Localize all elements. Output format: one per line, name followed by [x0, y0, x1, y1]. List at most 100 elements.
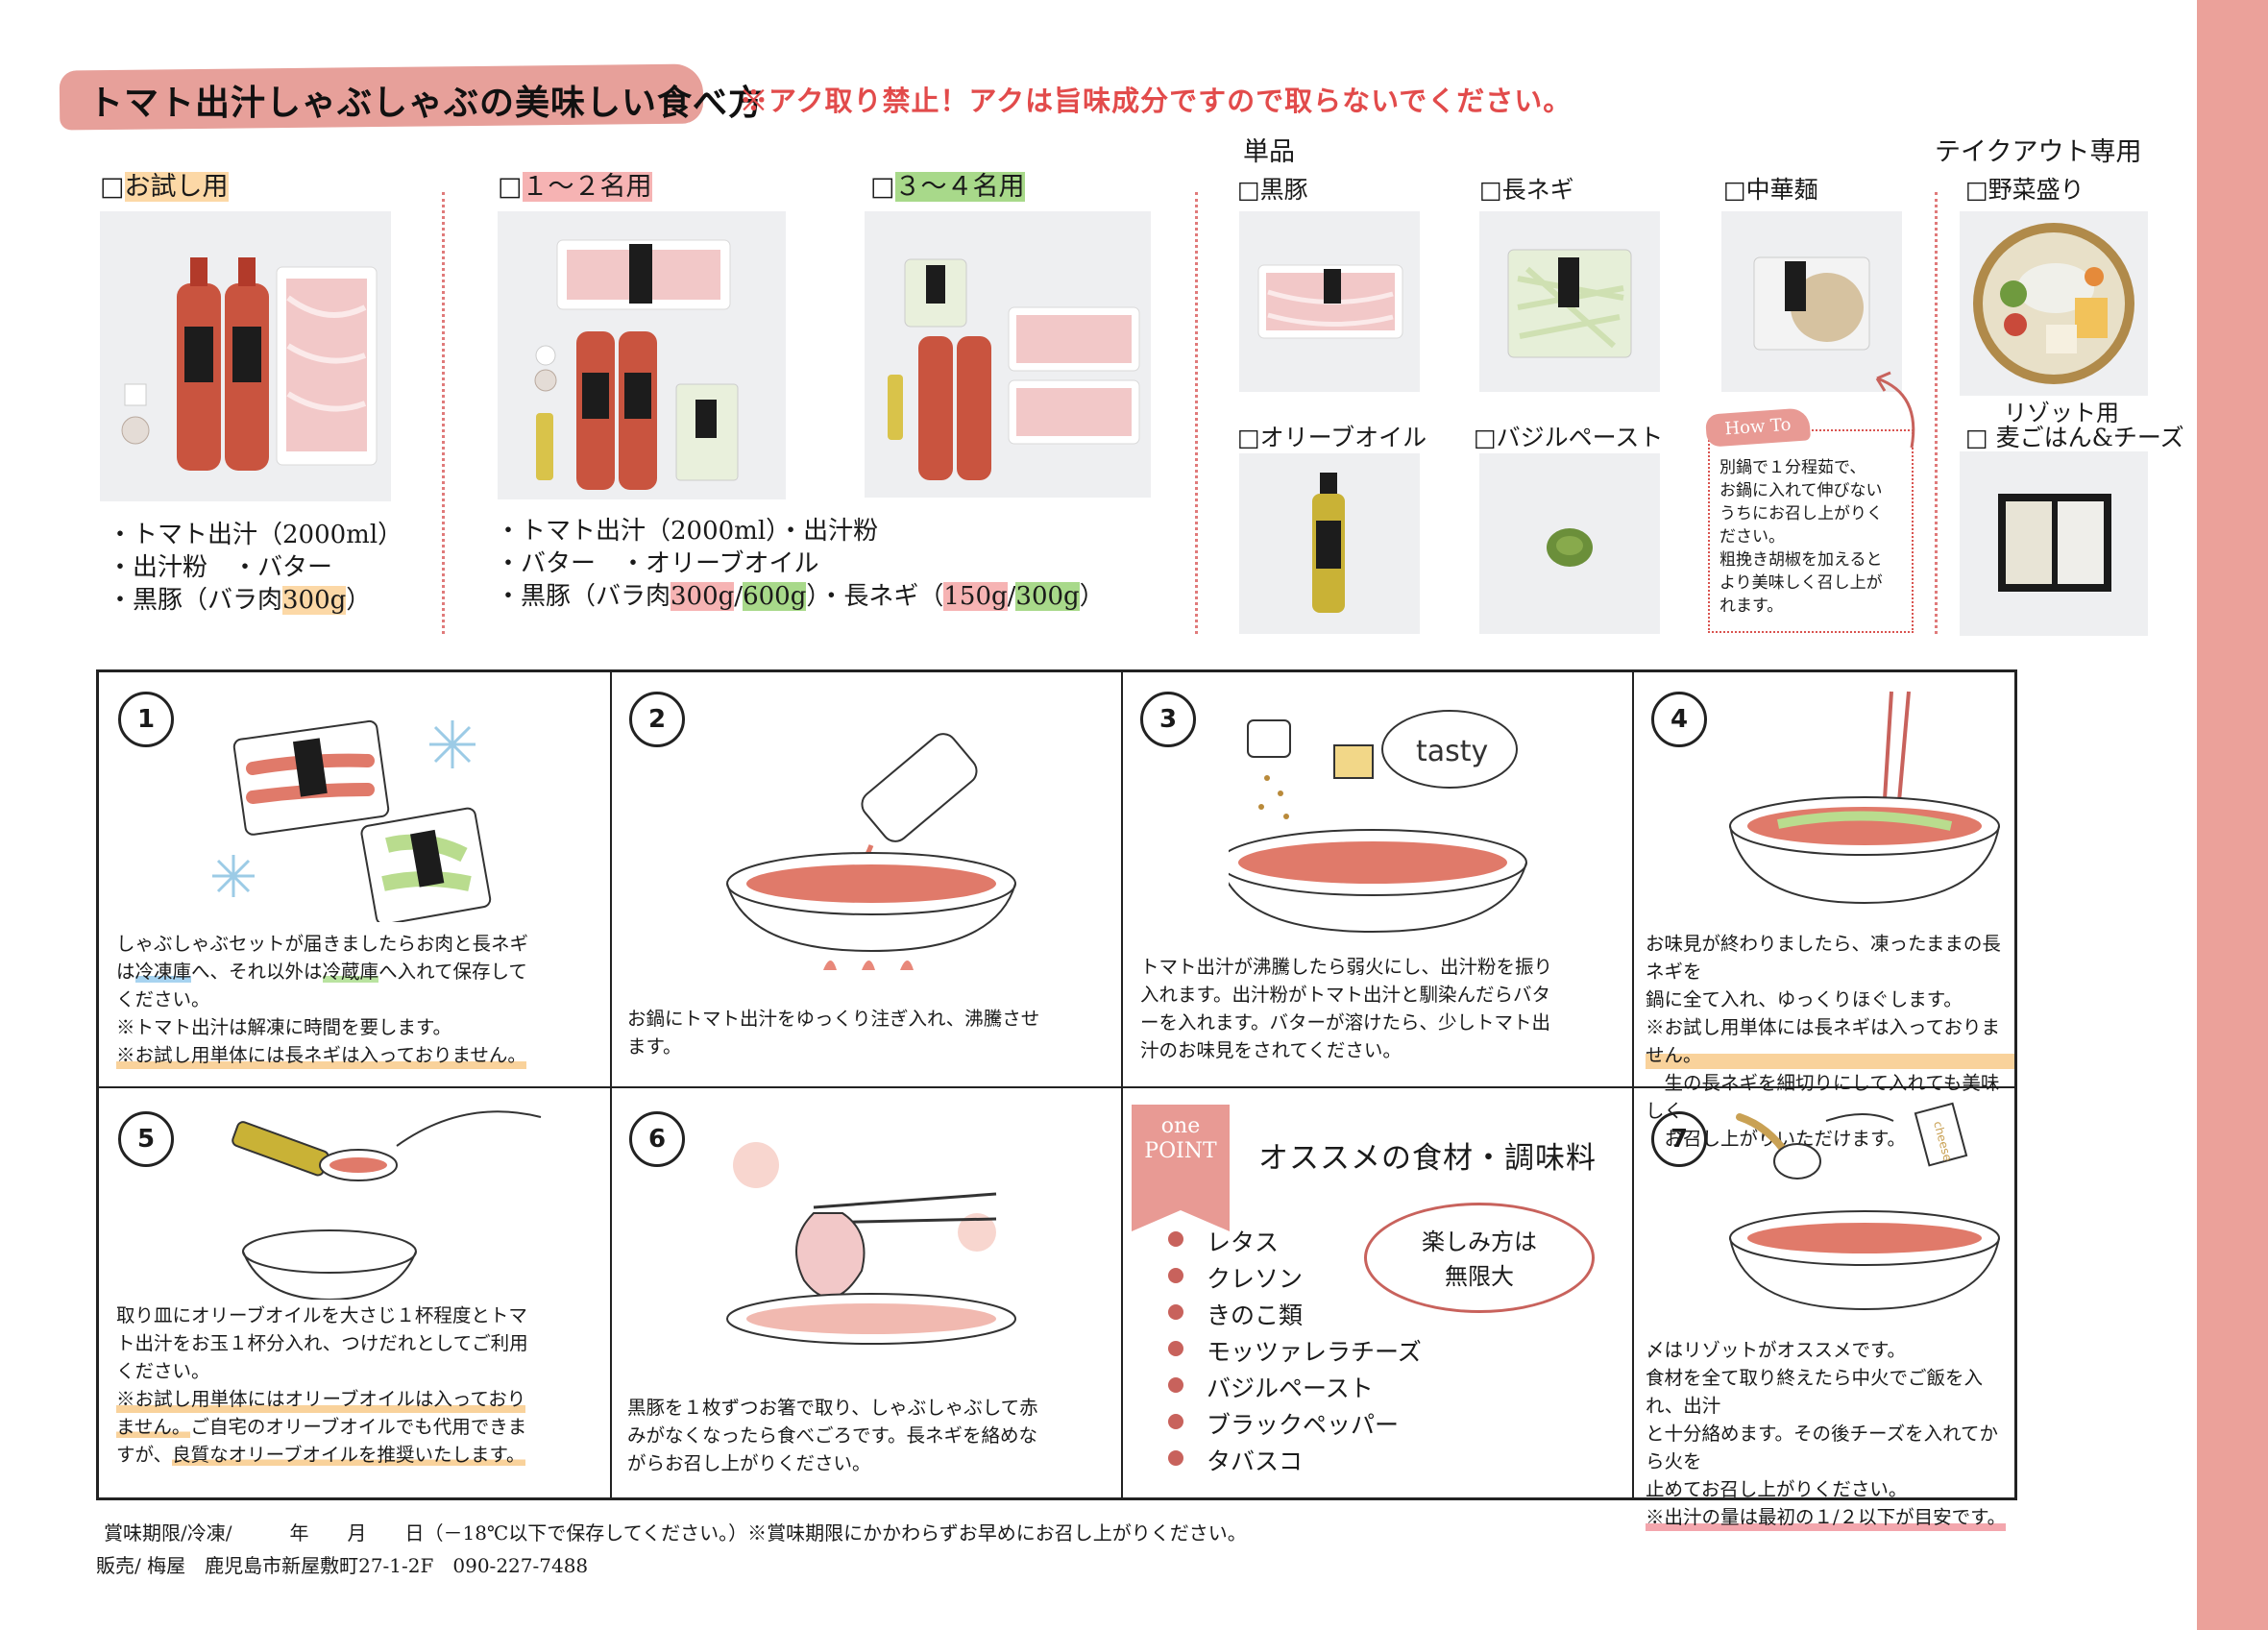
speech-bubble: 楽しみ方は 無限大 [1364, 1203, 1595, 1313]
bubble-line: 楽しみ方は [1422, 1229, 1537, 1255]
step-line: 止めてお召し上がりください。 [1646, 1478, 1908, 1500]
step-line: ※お試し用単体にはオリーブオイルは入っており [116, 1385, 526, 1413]
recommend-item: バジルペースト [1207, 1375, 1374, 1402]
adding-butter-illustration: tasty [1229, 710, 1527, 934]
single-item-negi: □長ネギ [1479, 176, 1574, 204]
recommend-item: タバスコ [1207, 1448, 1304, 1475]
step-line: がらお召し上がりください。 [627, 1452, 871, 1474]
pair-item: ・バター ・オリーブオイル [496, 549, 819, 578]
pair-set-contents: ・トマト出汁（2000ml）・出汁粉 ・バター ・オリーブオイル ・黒豚（バラ肉… [496, 515, 1105, 613]
trial-item: ・トマト出汁（2000ml） [108, 521, 403, 549]
howto-line: れます。 [1719, 596, 1784, 616]
step-line: トマト出汁が沸騰したら弱火にし、出汁粉を振り [1140, 956, 1553, 978]
expiry-line: 賞味期限/冷凍/ 年 月 日（－18℃以下で保存してください。）※賞味期限にかか… [104, 1521, 1247, 1545]
adding-negi-illustration [1729, 691, 2000, 905]
bullet-dot-icon [1168, 1341, 1183, 1356]
step-line: ※出汁の量は最初の１/２以下が目安です。 [1646, 1503, 2007, 1531]
tasty-label: tasty [1416, 735, 1488, 768]
onepoint-tag-bottom: POINT [1144, 1139, 1217, 1163]
trial-set-contents: ・トマト出汁（2000ml） ・出汁粉 ・バター ・黒豚（バラ肉300g） [108, 519, 402, 617]
step-line: お鍋にトマト出汁をゆっくり注ぎ入れ、沸騰させ [627, 1008, 1040, 1030]
frozen-packs-illustration [212, 719, 492, 922]
bullet-dot-icon [1168, 1414, 1183, 1429]
step-4-text: お味見が終わりましたら、凍ったままの長ネギを 鍋に全て入れ、ゆっくりほぐします。… [1646, 930, 2014, 1153]
step-cell-7: 7 cheese 〆はリゾットがオススメです。 食材を全て取り終えたら中火でご飯… [1634, 1088, 2014, 1531]
step-line: ください。 [116, 988, 210, 1010]
howto-line: より美味しく召し上が [1719, 573, 1883, 593]
seller-line: 販売/ 梅屋 鹿児島市新屋敷町27-1-2F 090-227-7488 [96, 1554, 589, 1577]
checkbox-icon: □ [100, 172, 125, 202]
step-2-text: お鍋にトマト出汁をゆっくり注ぎ入れ、沸騰させ ます。 [627, 1005, 1039, 1060]
bullet-dot-icon [1168, 1377, 1183, 1393]
trial-set-photo [100, 211, 391, 501]
step-line: 入れます。出汁粉がトマト出汁と馴染んだらバタ [1140, 984, 1551, 1006]
recommend-item: きのこ類 [1207, 1302, 1304, 1329]
step-6-text: 黒豚を１枚ずつお箸で取り、しゃぶしゃぶして赤 みがなくなったら食べごろです。長ネ… [627, 1394, 1038, 1477]
step-number: 7 [1651, 1111, 1707, 1167]
howto-box: 別鍋で１分程茹で、 お鍋に入れて伸びない うちにお召し上がりく ださい。 粗挽き… [1708, 429, 1914, 633]
step-line: 食材を全て取り終えたら中火でご飯を入れ、出汁 [1646, 1367, 1984, 1417]
checkbox-icon: □ [870, 172, 895, 202]
step-line: は冷凍庫へ、それ以外は冷蔵庫へ入れて保存して [116, 961, 527, 983]
step-line: ます。 [627, 1035, 682, 1058]
takeout-item-risotto: □ 麦ごはん&チーズ [1965, 424, 2184, 451]
step-line: 汁のお味見をされてください。 [1140, 1039, 1402, 1061]
checkbox-icon: □ [498, 172, 523, 202]
step-number: 4 [1651, 692, 1707, 747]
vegetable-platter-photo [1960, 211, 2148, 396]
set-two-label: □１～２名用 [498, 165, 652, 203]
basil-paste-photo [1479, 453, 1660, 634]
howto-line: うちにお召し上がりく [1719, 504, 1883, 523]
olive-oil-photo [1239, 453, 1420, 634]
howto-line: 別鍋で１分程茹で、 [1719, 458, 1866, 477]
step-cell-1: 1 しゃぶしゃぶセットが届きましたらお肉と長ネギ は冷凍庫へ、それ以外は冷蔵庫へ… [99, 672, 612, 1088]
onepoint-title: オススメの食材・調味料 [1258, 1141, 1597, 1176]
step-line: ーを入れます。バターが溶けたら、少しトマト出 [1140, 1011, 1551, 1034]
steps-grid: 1 しゃぶしゃぶセットが届きましたらお肉と長ネギ は冷凍庫へ、それ以外は冷蔵庫へ… [96, 669, 2017, 1531]
step-line: ※トマト出汁は解凍に時間を要します。 [116, 1016, 452, 1038]
step-line: と十分絡めます。その後チーズを入れてから火を [1646, 1423, 1998, 1472]
step-cell-4: 4 お味見が終わりましたら、凍ったままの長ネギを 鍋に全て入れ、ゆっくりほぐしま… [1634, 672, 2014, 1150]
warning-text: ※アク取り禁止！アクは旨味成分ですので取らないでください。 [740, 85, 1573, 117]
step-line: ください。 [116, 1360, 210, 1382]
takeout-risotto-caption: リゾット用 [2004, 400, 2119, 426]
onepoint-tag-top: one [1160, 1114, 1201, 1138]
negi-photo [1479, 211, 1660, 392]
recommend-item: クレソン [1207, 1265, 1304, 1293]
set-four-photo [865, 211, 1151, 498]
step-line: みがなくなったら食べごろです。長ネギを絡めな [627, 1424, 1038, 1447]
bullet-dot-icon [1168, 1450, 1183, 1466]
step-number: 5 [118, 1111, 174, 1167]
single-item-oil: □オリーブオイル [1237, 424, 1427, 451]
oil-dipping-illustration [232, 1110, 542, 1300]
risotto-pack-photo [1960, 451, 2148, 636]
step-line: 黒豚を１枚ずつお箸で取り、しゃぶしゃぶして赤 [627, 1397, 1038, 1419]
risotto-illustration: cheese [1729, 1102, 2000, 1311]
step-number: 2 [629, 692, 685, 747]
howto-line: お鍋に入れて伸びない [1719, 481, 1883, 500]
noodles-photo [1721, 211, 1902, 392]
step-1-text: しゃぶしゃぶセットが届きましたらお肉と長ネギ は冷凍庫へ、それ以外は冷蔵庫へ入れ… [116, 930, 528, 1069]
step-line: お召し上がりいただけます。 [1646, 1128, 1907, 1150]
pouring-broth-illustration [726, 733, 1016, 970]
pair-item: ・トマト出汁（2000ml）・出汁粉 [496, 517, 879, 546]
step-line: ※お試し用単体には長ネギは入っておりません。 [1646, 1013, 2014, 1069]
trial-set-label: □お試し用 [100, 165, 229, 203]
single-item-noodles: □中華麺 [1723, 176, 1818, 204]
step-number: 6 [629, 1111, 685, 1167]
recommend-item: レタス [1207, 1229, 1280, 1256]
onepoint-tag: one POINT [1132, 1105, 1230, 1231]
trial-item: ・出汁粉 ・バター [108, 553, 333, 582]
single-heading: 単品 [1243, 137, 1295, 167]
bullet-dot-icon [1168, 1231, 1183, 1247]
step-line: ません。ご自宅のオリーブオイルでも代用できま [116, 1416, 527, 1438]
step-3-text: トマト出汁が沸騰したら弱火にし、出汁粉を振り 入れます。出汁粉がトマト出汁と馴染… [1140, 953, 1552, 1064]
single-item-kurobuta: □黒豚 [1237, 176, 1308, 204]
step-line: しゃぶしゃぶセットが届きましたらお肉と長ネギ [116, 933, 529, 955]
bullet-dot-icon [1168, 1304, 1183, 1320]
single-item-basil: □バジルペースト [1474, 424, 1664, 451]
step-number: 1 [118, 692, 174, 747]
howto-line: ださい。 [1719, 527, 1785, 547]
step-cell-6: 6 黒豚を１枚ずつお箸で取り、しゃぶしゃぶして赤 みがなくなったら食べごろです。… [612, 1088, 1123, 1497]
set-two-photo [498, 211, 786, 499]
